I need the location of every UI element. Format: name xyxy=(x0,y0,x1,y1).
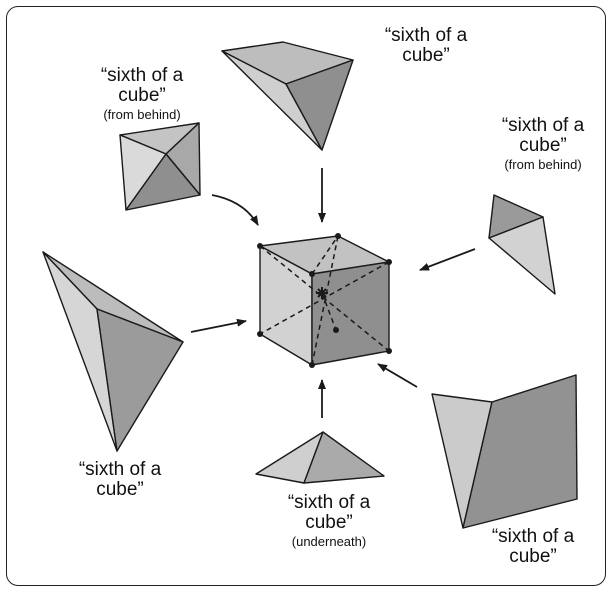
label-right-top: “sixth of a cube” (from behind) xyxy=(483,116,603,172)
arrow-left-in xyxy=(190,318,247,333)
label-bottom-line2: cube” xyxy=(305,511,353,533)
label-bottom-right: “sixth of a cube” xyxy=(473,527,593,567)
label-top: “sixth of a cube” xyxy=(366,26,486,66)
left-pyramid xyxy=(42,251,184,452)
cube-internal-dashes xyxy=(259,235,390,366)
left-pyramid-right-face xyxy=(96,308,184,452)
cube-vertex xyxy=(309,362,315,368)
bottom-right-wedge xyxy=(431,374,578,529)
arrow-right-in xyxy=(419,248,476,271)
right-pyramid xyxy=(488,194,556,295)
diagram-frame xyxy=(6,6,606,586)
arrows xyxy=(190,168,476,418)
cube-vertex xyxy=(333,327,339,333)
label-right-top-note: (from behind) xyxy=(504,156,582,172)
label-top-left-line2: cube” xyxy=(118,84,166,106)
cube-vertex xyxy=(257,331,263,337)
central-cube xyxy=(259,235,390,366)
label-bottom-right-line1: “sixth of a xyxy=(491,526,575,547)
label-right-top-line1: “sixth of a xyxy=(501,115,585,136)
cube-right-face xyxy=(311,261,390,366)
label-bottom-line1: “sixth of a xyxy=(287,492,371,513)
cube-vertices xyxy=(257,233,392,368)
bottom-pyramid xyxy=(255,431,385,484)
cube-vertex xyxy=(335,233,341,239)
top-left-pyramid xyxy=(119,122,201,211)
cube-vertex xyxy=(386,348,392,354)
right-pyramid-front-face xyxy=(488,216,556,295)
cube-vertex xyxy=(386,259,392,265)
top-pyramid-right-face xyxy=(285,59,354,151)
label-top-line1: “sixth of a xyxy=(384,25,468,46)
cube-center-star xyxy=(316,287,328,299)
bottom-right-wedge-side-face xyxy=(462,374,578,529)
label-bottom-right-line2: cube” xyxy=(509,545,557,567)
label-top-left-note: (from behind) xyxy=(103,106,181,122)
label-bottom: “sixth of a cube” (underneath) xyxy=(269,493,389,549)
label-bottom-note: (underneath) xyxy=(291,533,367,549)
cube-vertex xyxy=(309,271,315,277)
label-right-top-line2: cube” xyxy=(519,134,567,156)
label-left-line1: “sixth of a xyxy=(78,459,162,480)
arrow-bottom-right-in xyxy=(377,363,418,388)
label-top-left-line1: “sixth of a xyxy=(100,65,184,86)
arrow-top-left-curve xyxy=(211,194,259,226)
label-top-left: “sixth of a cube” (from behind) xyxy=(82,66,202,122)
label-left-line2: cube” xyxy=(96,478,144,500)
bottom-pyramid-right-face xyxy=(303,431,385,484)
top-pyramid xyxy=(221,41,354,151)
cube-vertex xyxy=(257,243,263,249)
label-top-line2: cube” xyxy=(402,44,450,66)
label-left: “sixth of a cube” xyxy=(60,460,180,500)
top-left-pyramid-bottom-face xyxy=(125,153,201,211)
